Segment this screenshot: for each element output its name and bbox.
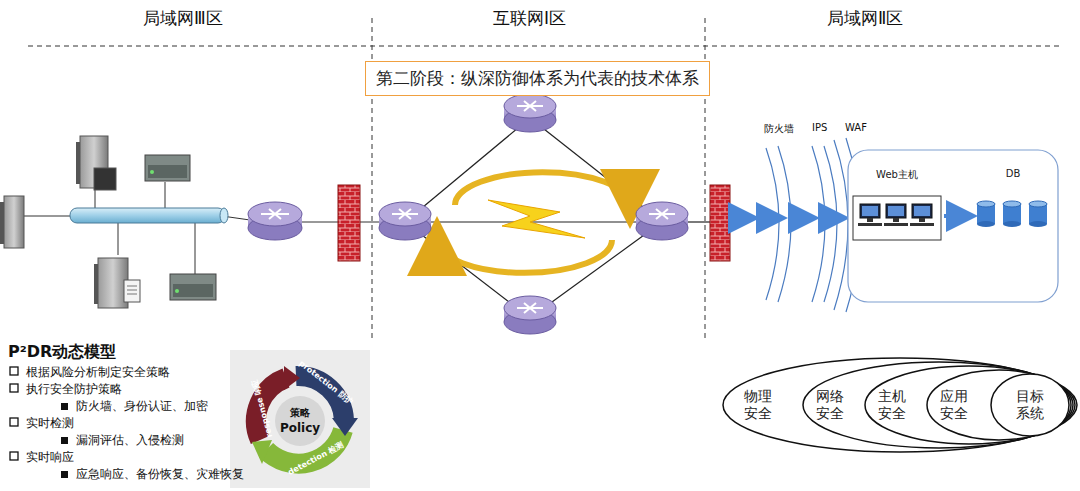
- stage-title-box: 第二阶段：纵深防御体系为代表的技术体系: [365, 61, 710, 96]
- group-heading: Web主机: [852, 168, 942, 184]
- text-label: 防火墙、身份认证、加密: [76, 398, 208, 415]
- layer-text: 物理安全: [744, 388, 772, 423]
- text-label: 互联网Ⅰ区: [493, 7, 566, 30]
- layer-text: 应用安全: [940, 388, 968, 423]
- layer-text: 网络安全: [816, 388, 844, 423]
- security-layer-ellipse: 网络安全 主机安全 应用安全 目标系统: [802, 361, 1076, 449]
- database-icons: [972, 190, 1054, 244]
- computer-icons: [852, 190, 942, 244]
- group-heading: DB: [972, 168, 1054, 184]
- security-layer-ellipse: 目标系统: [990, 373, 1070, 437]
- text-label: 策略: [290, 406, 310, 420]
- text-label: 防火墙: [764, 122, 794, 136]
- text-label: 应急响应、备份恢复、灾难恢复: [76, 466, 244, 483]
- text-label: 漏洞评估、入侵检测: [76, 432, 184, 449]
- text-label: 根据风险分析制定安全策略: [26, 364, 170, 381]
- text-label: 局域网Ⅲ区: [143, 7, 223, 30]
- security-layer-ellipse: 主机安全 应用安全 目标系统: [864, 365, 1074, 445]
- text-label: 实时响应: [26, 449, 74, 466]
- text-label: 执行安全防护策略: [26, 381, 122, 398]
- title-text: 第二阶段：纵深防御体系为代表的技术体系: [376, 68, 699, 88]
- security-layer-ellipse: 物理安全 网络安全 主机安全 应用安全 目标系统: [722, 357, 1078, 453]
- text-label: WAF: [845, 122, 867, 133]
- flow-arrow: [944, 214, 970, 218]
- security-layer-ellipse: 应用安全 目标系统: [926, 369, 1072, 441]
- text-label: 实时检测: [26, 415, 74, 432]
- layer-text: 目标系统: [1016, 388, 1044, 423]
- text-label: 局域网Ⅱ区: [827, 7, 903, 30]
- text-label: IPS: [812, 122, 827, 133]
- database-group: DB: [972, 168, 1054, 244]
- text-label: P²DR动态模型: [8, 342, 116, 363]
- web-host-group: Web主机: [852, 168, 942, 244]
- layer-text: 主机安全: [878, 388, 906, 423]
- text-label: Policy: [280, 421, 320, 435]
